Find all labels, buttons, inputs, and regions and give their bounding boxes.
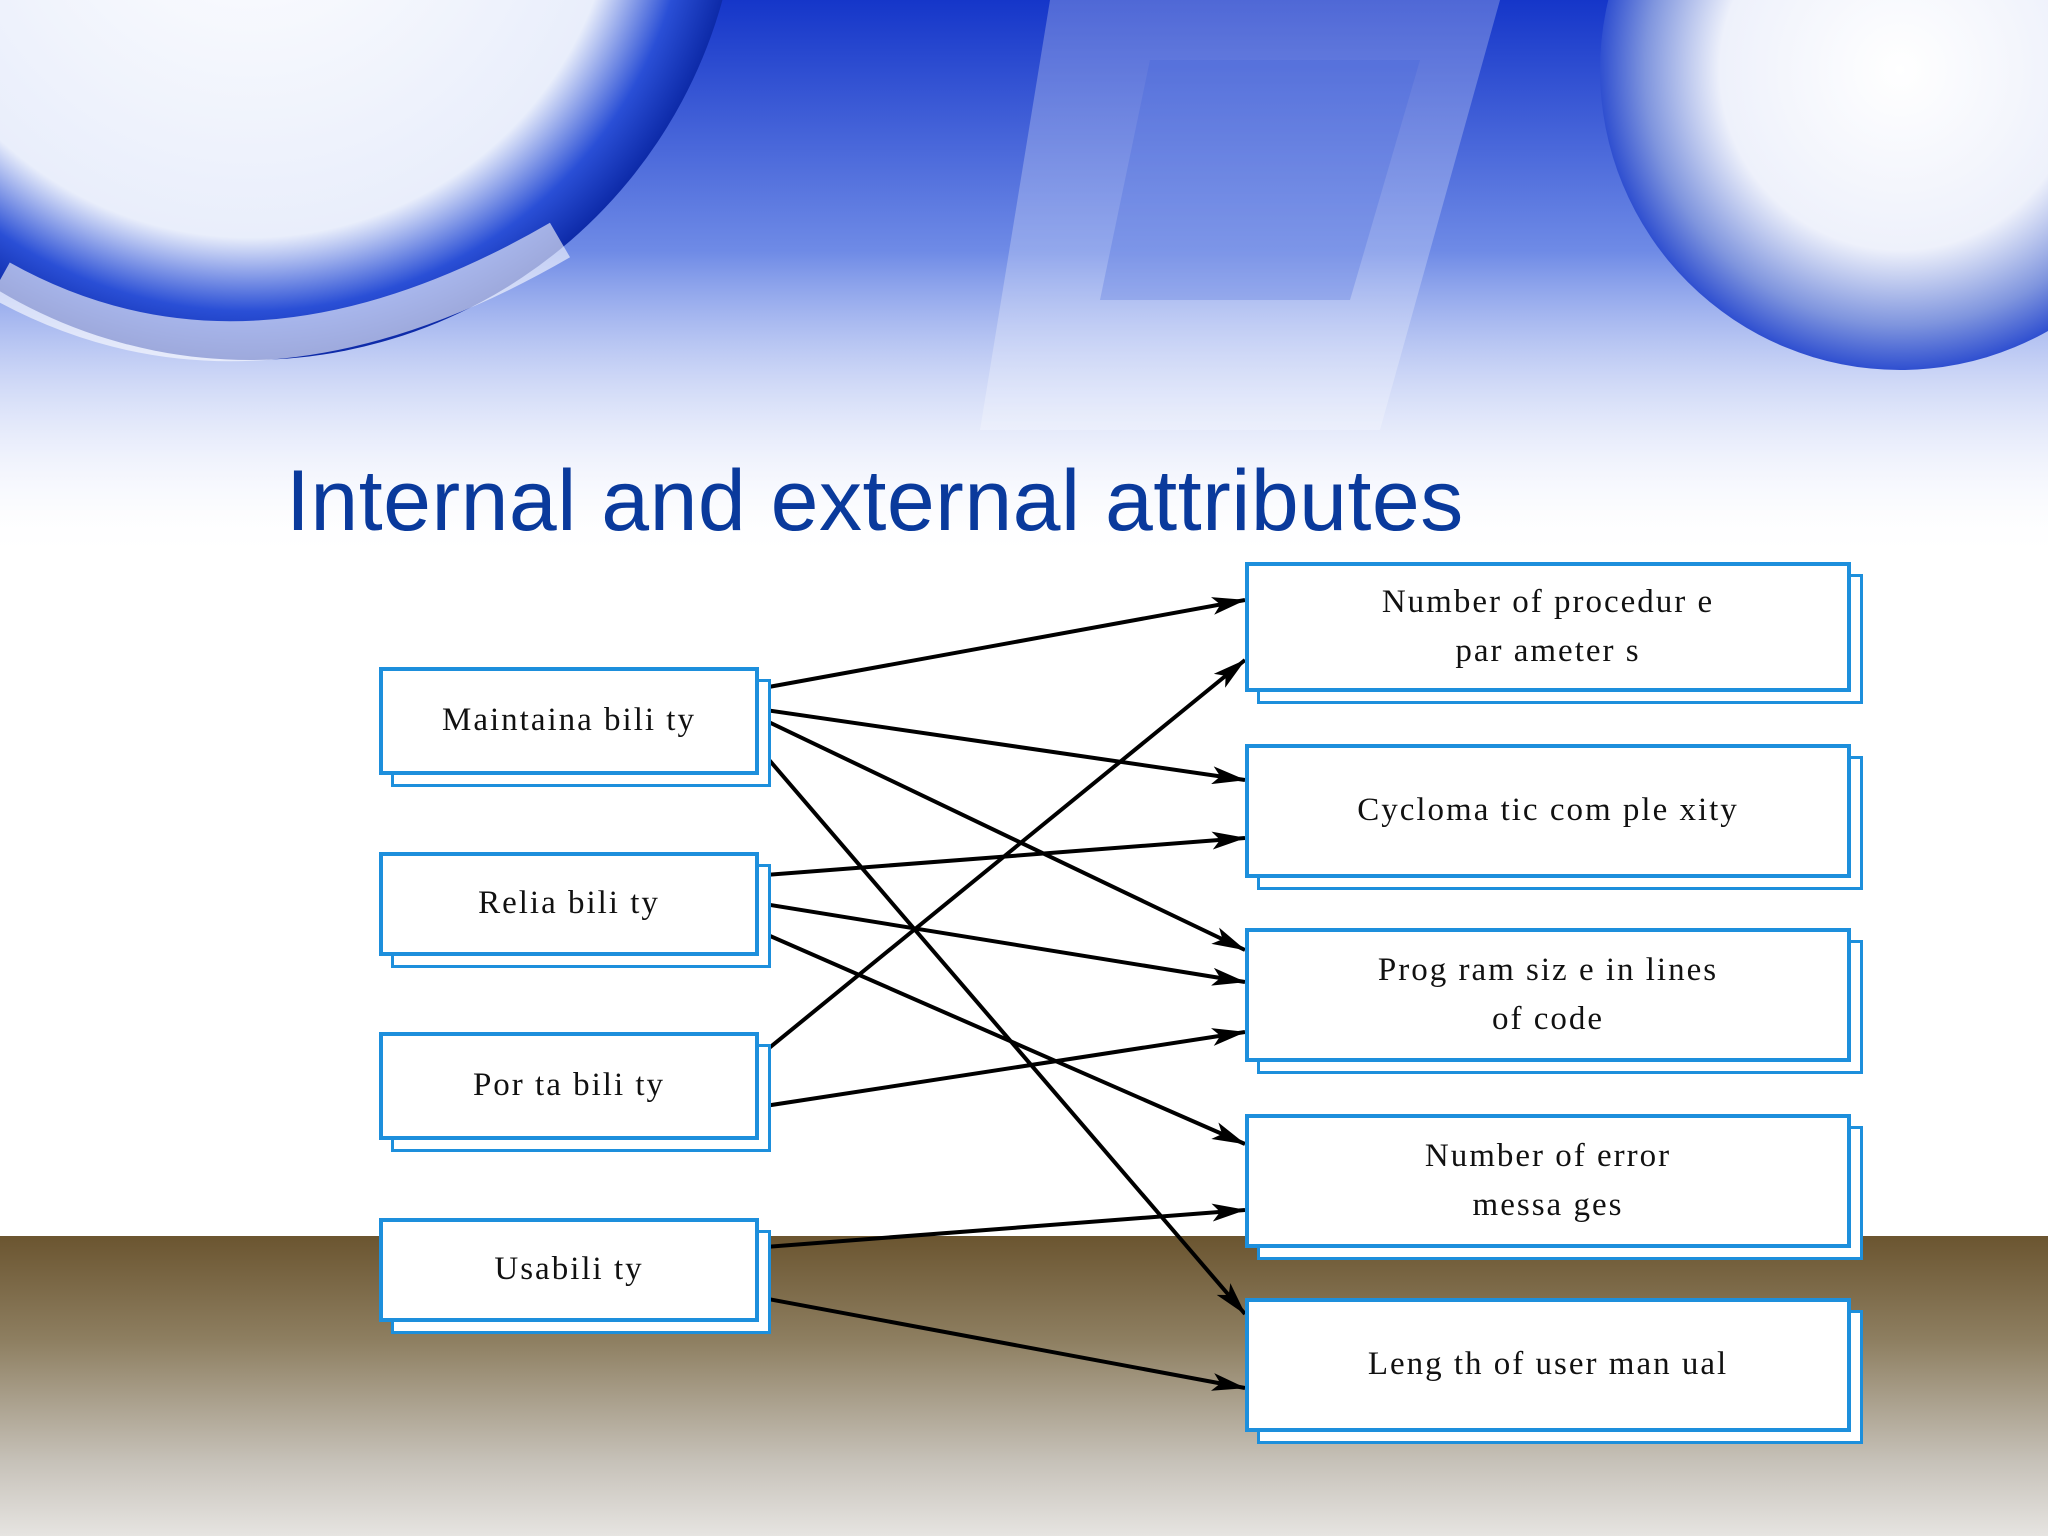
box-portability: Por ta bili ty <box>379 1032 759 1140</box>
box-error-messages-label: Number of error messa ges <box>1424 1137 1672 1224</box>
box-portability-label: Por ta bili ty <box>472 1067 666 1104</box>
box-procedure-parameters: Number of procedur e par ameter s <box>1245 562 1851 692</box>
box-reliability: Relia bili ty <box>379 852 759 956</box>
box-reliability-label: Relia bili ty <box>478 885 660 922</box>
box-user-manual-label: Leng th of user man ual <box>1367 1346 1729 1383</box>
box-usability: Usabili ty <box>379 1218 759 1322</box>
box-cyclomatic-complexity: Cycloma tic com ple xity <box>1245 744 1851 878</box>
box-maintainability-label: Maintaina bili ty <box>442 702 696 739</box>
box-program-size-label: Prog ram siz e in lines of code <box>1377 951 1719 1038</box>
box-error-messages: Number of error messa ges <box>1245 1114 1851 1248</box>
box-maintainability: Maintaina bili ty <box>379 667 759 775</box>
box-procedure-parameters-label: Number of procedur e par ameter s <box>1381 583 1715 670</box>
slide-title: Internal and external attributes <box>286 453 1464 549</box>
box-usability-label: Usabili ty <box>494 1251 644 1288</box>
box-user-manual: Leng th of user man ual <box>1245 1298 1851 1432</box>
box-cyclomatic-complexity-label: Cycloma tic com ple xity <box>1357 792 1739 829</box>
box-program-size: Prog ram siz e in lines of code <box>1245 928 1851 1062</box>
